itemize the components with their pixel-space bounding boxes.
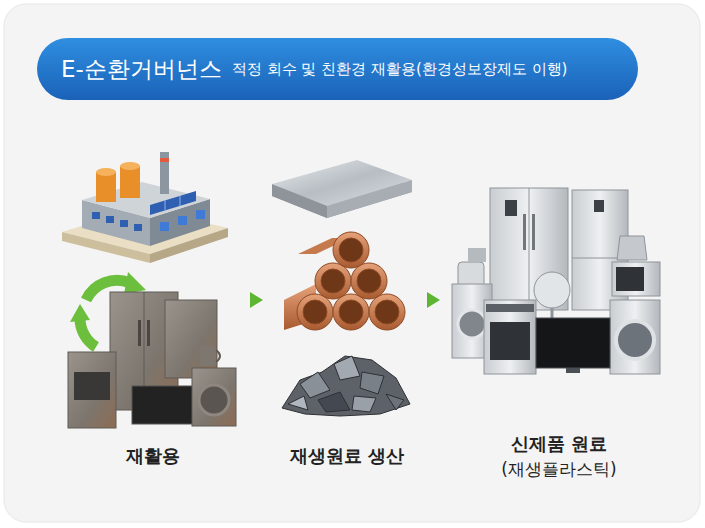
step-caption: 재활용: [126, 444, 180, 468]
step-subcaption: (재생플라스틱): [501, 458, 616, 481]
header-subtitle: 적정 회수 및 친환경 재활용(환경성보장제도 이행): [232, 60, 568, 79]
step-caption: 재생원료 생산: [290, 444, 404, 468]
header-title: E-순환거버넌스: [61, 54, 222, 85]
header-pill: E-순환거버넌스 적정 회수 및 친환경 재활용(환경성보장제도 이행): [37, 38, 638, 100]
step-caption: 신제품 원료: [511, 432, 607, 456]
